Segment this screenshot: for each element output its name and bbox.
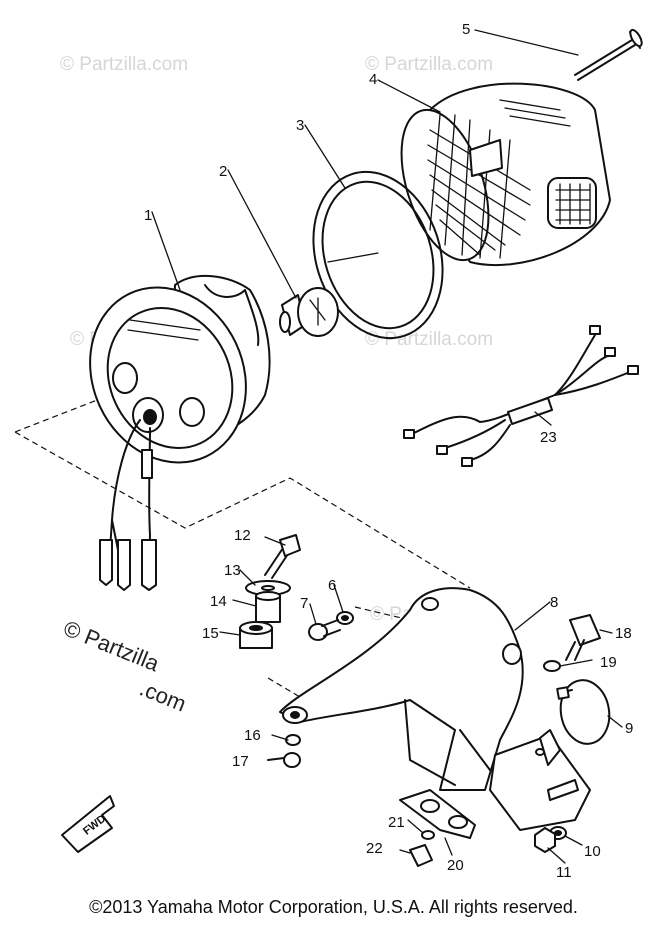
callout-19: 19 [600, 654, 617, 671]
part-5-screw [574, 28, 643, 81]
callout-3: 3 [296, 117, 304, 134]
callout-2: 2 [219, 163, 227, 180]
partzilla-watermark: © Partzilla .com [60, 615, 190, 716]
callout-14: 14 [210, 593, 227, 610]
part-8-bracket [279, 587, 591, 831]
callout-8: 8 [550, 594, 558, 611]
callout-15: 15 [202, 625, 219, 642]
callout-16: 16 [244, 727, 261, 744]
part-23-wire-harness [403, 325, 639, 467]
watermark-brand-line1: © Partzilla [60, 615, 163, 676]
watermark: © Partzilla.com [365, 329, 493, 350]
part-2-bulb [279, 287, 339, 337]
part-18-bolt [565, 614, 601, 661]
callout-10: 10 [584, 843, 601, 860]
callout-4: 4 [369, 71, 377, 88]
callout-numbers: 1 2 3 4 5 6 7 8 9 10 11 12 13 14 15 16 1… [144, 21, 633, 881]
watermark-brand-line2: .com [136, 675, 190, 716]
callout-23: 23 [540, 429, 557, 446]
callout-5: 5 [462, 21, 470, 38]
watermark: © Partzilla.com [60, 54, 188, 75]
leader-lines [151, 29, 623, 864]
callout-11: 11 [556, 864, 572, 881]
part-21-washer [421, 830, 435, 840]
watermark: © Partzilla.com [365, 54, 493, 75]
part-3-gasket [312, 170, 444, 340]
callout-7: 7 [300, 595, 308, 612]
part-19-washer [543, 660, 561, 672]
copyright-notice: ©2013 Yamaha Motor Corporation, U.S.A. A… [89, 897, 578, 917]
part-6-washer [336, 611, 354, 625]
part-4-lens-cover [400, 82, 611, 267]
part-7-screw [308, 619, 341, 641]
callout-9: 9 [625, 720, 633, 737]
callout-6: 6 [328, 577, 336, 594]
forward-direction-arrow: FWD [61, 795, 115, 853]
part-15-grommet [239, 621, 273, 649]
callout-18: 18 [615, 625, 632, 642]
part-14-collar [255, 591, 281, 623]
callout-13: 13 [224, 562, 241, 579]
callout-1: 1 [144, 207, 152, 224]
callout-22: 22 [366, 840, 383, 857]
callout-12: 12 [234, 527, 251, 544]
callout-17: 17 [232, 753, 249, 770]
part-1-lamp-housing [89, 274, 271, 591]
part-22-nut [409, 844, 433, 867]
callout-21: 21 [388, 814, 405, 831]
part-11-nut [534, 827, 556, 853]
part-20-holder [399, 789, 476, 839]
part-12-bolt [264, 534, 301, 579]
callout-20: 20 [447, 857, 464, 874]
part-17-screw [267, 752, 301, 768]
part-9-reflector [556, 679, 611, 745]
